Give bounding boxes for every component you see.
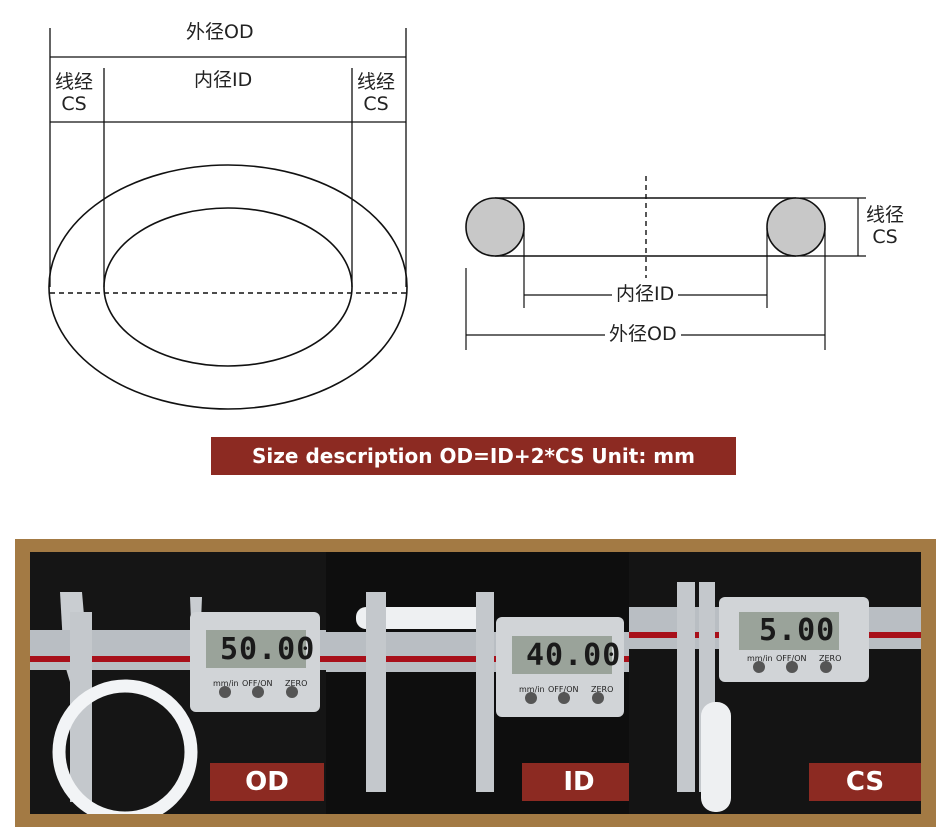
- cs-left-line2: CS: [61, 92, 87, 115]
- ring-diagram: [48, 28, 866, 410]
- od-btn-zero: ZERO: [285, 679, 308, 688]
- photo-cs-panel: 5.00 mm/in OFF/ON ZERO CS: [629, 552, 921, 814]
- od-reading: 50.00: [220, 632, 316, 667]
- cs-btn-zero: ZERO: [819, 654, 842, 663]
- cs-tag: CS: [809, 763, 921, 801]
- od-tag: OD: [210, 763, 324, 801]
- cs-btn-mm: mm/in: [747, 654, 773, 663]
- cs-reading: 5.00: [759, 613, 836, 648]
- section-od-label: 外径OD: [605, 323, 681, 346]
- section-cs-line1: 线径: [866, 204, 905, 226]
- caliper-cs-illustration: [629, 552, 921, 814]
- od-label: 外径OD: [186, 21, 254, 44]
- cs-right-line2: CS: [363, 92, 389, 115]
- photo-id-panel: 40.00 mm/in OFF/ON ZERO ID: [326, 552, 629, 814]
- id-btn-zero: ZERO: [591, 685, 614, 694]
- cs-btn-onoff: OFF/ON: [776, 654, 807, 663]
- outer-ring-outline: [48, 164, 408, 410]
- id-tag: ID: [522, 763, 629, 801]
- id-btn-mm: mm/in: [519, 685, 545, 694]
- size-description-banner: Size description OD=ID+2*CS Unit: mm: [211, 437, 736, 475]
- cross-section-right: [766, 197, 826, 257]
- inner-ring-outline: [103, 207, 353, 367]
- od-btn-onoff: OFF/ON: [242, 679, 273, 688]
- photo-od-panel: 50.00 mm/in OFF/ON ZERO OD: [30, 552, 326, 814]
- photo-frame: 50.00 mm/in OFF/ON ZERO OD 40.00 mm/in O…: [15, 539, 936, 827]
- cs-left-label: 线经 CS: [55, 71, 94, 116]
- od-btn-mm: mm/in: [213, 679, 239, 688]
- id-reading: 40.00: [526, 638, 622, 673]
- section-cs-label: 线径 CS: [866, 204, 905, 249]
- cross-section-left: [465, 197, 525, 257]
- section-cs-line2: CS: [872, 225, 898, 248]
- id-btn-onoff: OFF/ON: [548, 685, 579, 694]
- caliper-id-illustration: [326, 552, 629, 814]
- cs-right-label: 线经 CS: [357, 71, 396, 116]
- section-id-label: 内径ID: [612, 283, 679, 306]
- cs-right-line1: 线经: [357, 71, 396, 93]
- cs-left-line1: 线经: [55, 71, 94, 93]
- id-label: 内径ID: [194, 69, 253, 92]
